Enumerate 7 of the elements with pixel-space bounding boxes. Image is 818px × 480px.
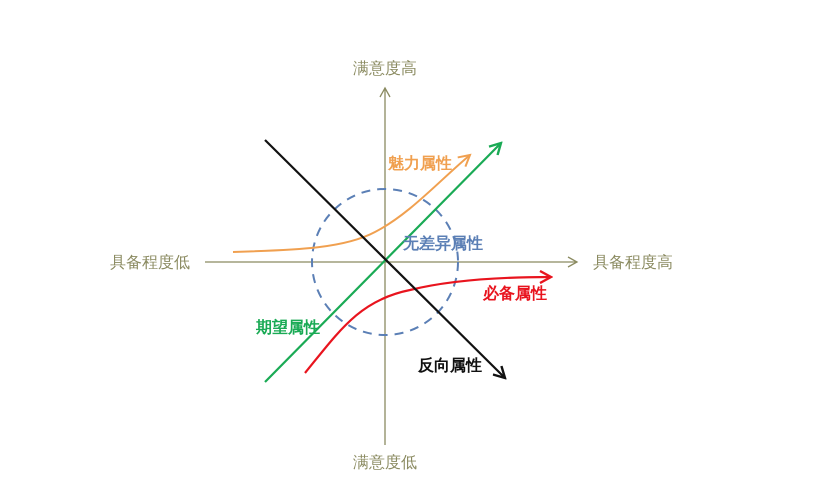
axis-label: 满意度高 [353, 58, 417, 78]
curve-label: 魅力属性 [388, 153, 452, 173]
axis-label: 具备程度高 [593, 252, 673, 272]
axis-label: 具备程度低 [110, 252, 190, 272]
line-label: 反向属性 [418, 355, 482, 375]
curve-label: 必备属性 [483, 283, 547, 303]
axis-label: 满意度低 [353, 452, 417, 472]
